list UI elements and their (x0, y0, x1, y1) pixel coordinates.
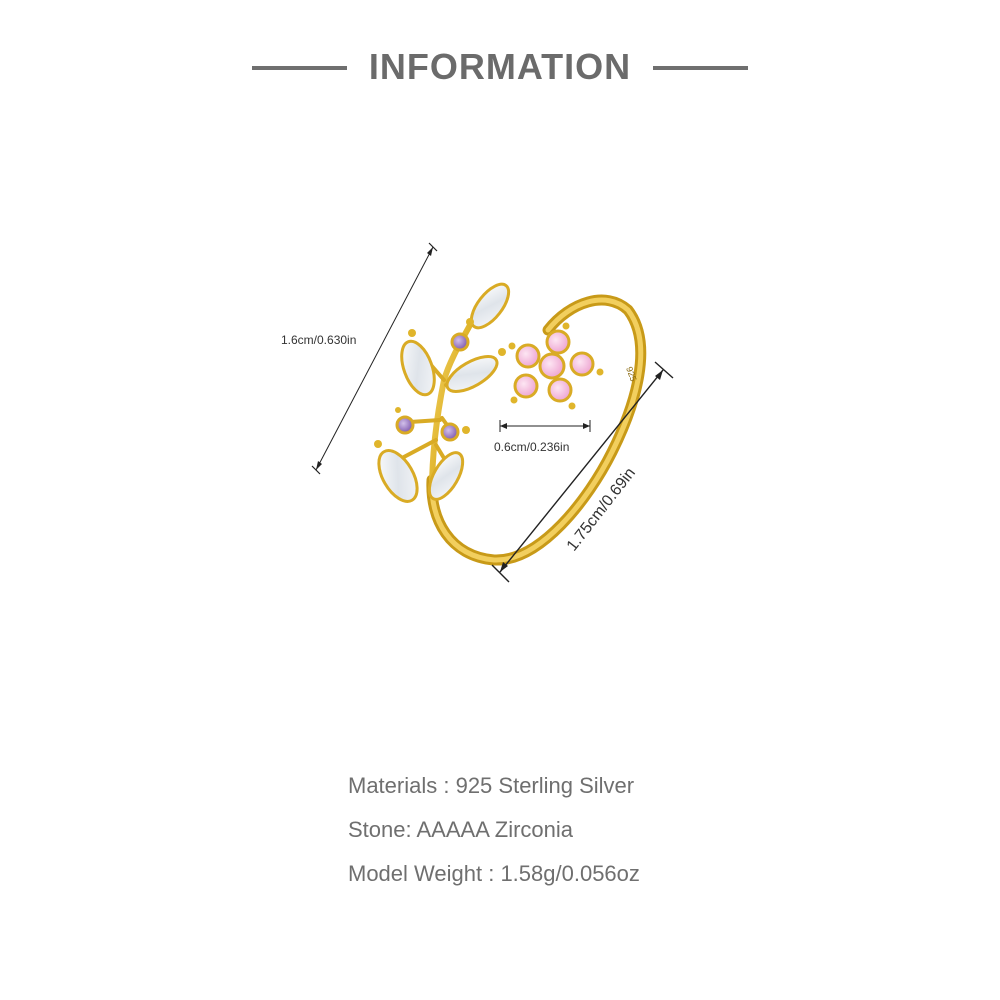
flower-width-label: 0.6cm/0.236in (494, 440, 569, 454)
stamp-925: 925 (624, 365, 639, 383)
specs-list: Materials : 925 Sterling Silver Stone: A… (348, 770, 848, 902)
height-dimension: 1.6cm/0.630in (281, 242, 438, 475)
purple-stone-2 (395, 415, 415, 435)
spec-stone: Stone: AAAAA Zirconia (348, 817, 574, 842)
header-rule-left (252, 66, 347, 70)
pink-flower (508, 322, 604, 410)
purple-stone-3 (440, 422, 460, 442)
spec-materials: Materials : 925 Sterling Silver (348, 773, 635, 798)
spec-weight: Model Weight : 1.58g/0.056oz (348, 861, 640, 886)
clear-stone-top (469, 282, 511, 330)
height-label: 1.6cm/0.630in (281, 333, 356, 347)
clear-stone-bottom-left (377, 449, 419, 503)
ring-band: 925 (426, 294, 647, 566)
clear-stone-left (400, 339, 436, 397)
header-rule-right (653, 66, 748, 70)
pink-stone-right (569, 351, 595, 377)
section-header: INFORMATION (0, 40, 1000, 96)
purple-stone-1 (450, 332, 470, 352)
leaf-branch (374, 282, 511, 503)
clear-stone-right (445, 355, 499, 393)
clear-stone-bottom-right (427, 451, 465, 501)
pink-stone-top (545, 329, 571, 355)
page-title: INFORMATION (368, 46, 632, 87)
pink-stone-bottom-left (513, 373, 539, 399)
pink-stone-bottom-right (547, 377, 573, 403)
flower-width-dimension: 0.6cm/0.236in (494, 420, 591, 454)
pink-stone-left (515, 343, 541, 369)
pink-stone-center (538, 352, 566, 380)
